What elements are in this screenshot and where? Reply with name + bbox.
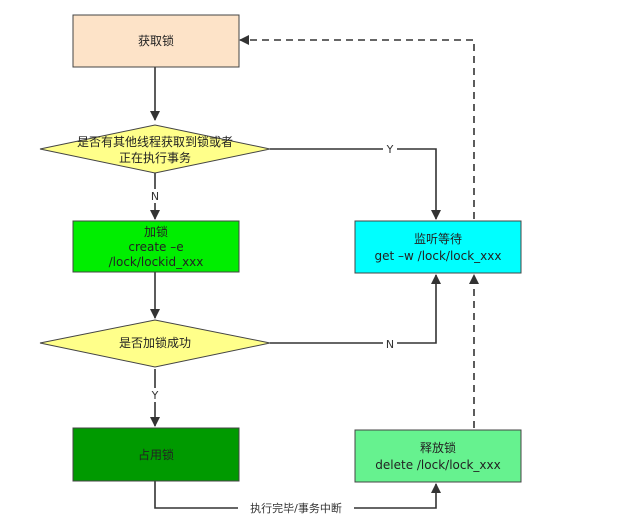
node-watch: 监听等待 get –w /lock/lock_xxx [354,220,522,274]
edge-label-y1: Y [386,143,394,156]
acquire-label: 获取锁 [138,33,174,48]
add-lock-line2: create –e [128,240,183,254]
edge-label-finish: 执行完毕/事务中断 [250,501,342,515]
occupy-label: 占用锁 [138,447,174,462]
edge-label-y2: Y [151,389,159,402]
node-release: 释放锁 delete /lock/lock_xxx [354,429,522,483]
decision-other-line1: 是否有其他线程获取到锁或者 [77,134,233,149]
edge-label-n2: N [386,338,394,351]
add-lock-line1: 加锁 [144,224,168,239]
release-line2: delete /lock/lock_xxx [375,458,500,472]
decision-success-diamond [39,319,271,368]
decision-lock-success: 是否加锁成功 [39,319,271,368]
release-box [354,429,522,483]
node-occupy: 占用锁 [72,427,240,482]
edge-watch-to-acquire [239,35,475,219]
edge-decision-to-watch [270,148,441,220]
watch-line1: 监听等待 [414,232,462,246]
watch-box [354,220,522,274]
decision-other-line2: 正在执行事务 [119,150,191,165]
occupy-box [72,427,240,482]
add-lock-box [72,220,240,273]
node-add-lock: 加锁 create –e /lock/lockid_xxx [72,220,240,273]
node-acquire: 获取锁 [72,14,240,68]
add-lock-line3: /lock/lockid_xxx [109,255,204,269]
acquire-box [72,14,240,68]
decision-other-diamond [39,124,271,174]
edge-label-n1: N [151,190,159,203]
decision-success-label: 是否加锁成功 [119,335,191,350]
release-line1: 释放锁 [420,440,456,455]
decision-other-thread: 是否有其他线程获取到锁或者 正在执行事务 [39,124,271,174]
edge-success-to-watch [270,274,441,344]
edge-labels: Y N Y N 执行完毕/事务中断 [148,142,397,516]
watch-line2: get –w /lock/lock_xxx [375,249,502,263]
